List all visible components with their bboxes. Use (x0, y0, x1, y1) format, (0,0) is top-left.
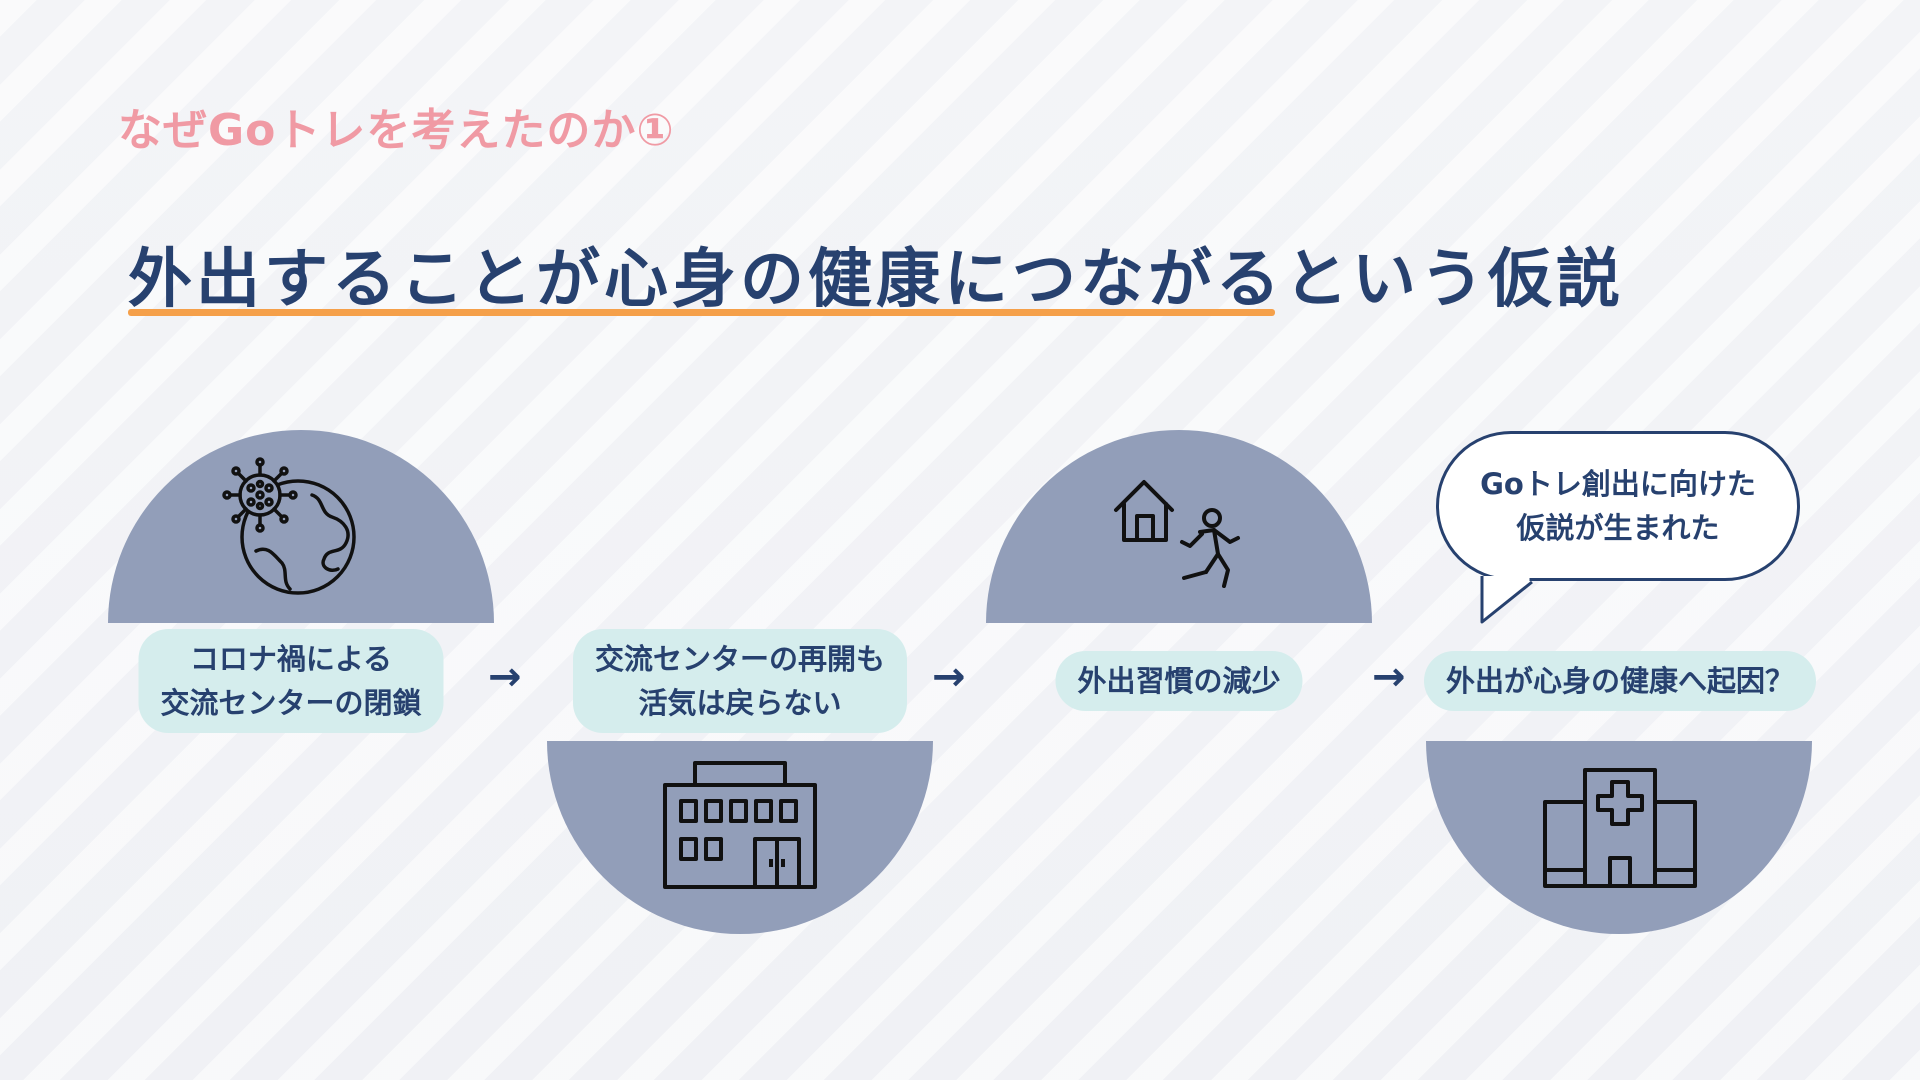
speech-bubble-line-2: 仮説が生まれた (1516, 511, 1720, 545)
title-underline (128, 309, 1275, 316)
step-1-label-line-1: コロナ禍による (189, 642, 393, 676)
step-2-label-line-1: 交流センターの再開も (594, 642, 886, 676)
house-person-icon (1114, 480, 1240, 588)
speech-bubble-line-1: Goトレ創出に向けた (1480, 467, 1756, 501)
section-subtitle: なぜGoトレを考えたのか① (118, 105, 675, 156)
speech-bubble-tail (1480, 576, 1533, 624)
virus-globe-icon (222, 457, 356, 595)
arrow-2: → (932, 654, 966, 700)
hospital-icon (1543, 768, 1697, 888)
page-title: 外出することが心身の健康につながるという仮説 (128, 243, 1624, 317)
speech-bubble: Goトレ創出に向けた 仮説が生まれた (1436, 431, 1800, 581)
step-4-label-line-1: 外出が心身の健康へ起因？ (1445, 664, 1795, 698)
step-2-label-line-2: 活気は戻らない (638, 686, 842, 720)
step-1-label-line-2: 交流センターの閉鎖 (160, 686, 422, 720)
step-3-label-line-1: 外出習慣の減少 (1077, 664, 1281, 698)
step-4-label: 外出が心身の健康へ起因？ (1423, 651, 1817, 711)
step-2-label: 交流センターの再開も 活気は戻らない (572, 629, 908, 733)
building-icon (663, 761, 817, 889)
arrow-1: → (488, 654, 522, 700)
step-1-label: コロナ禍による 交流センターの閉鎖 (138, 629, 444, 733)
arrow-3: → (1372, 654, 1406, 700)
step-3-label: 外出習慣の減少 (1055, 651, 1303, 711)
